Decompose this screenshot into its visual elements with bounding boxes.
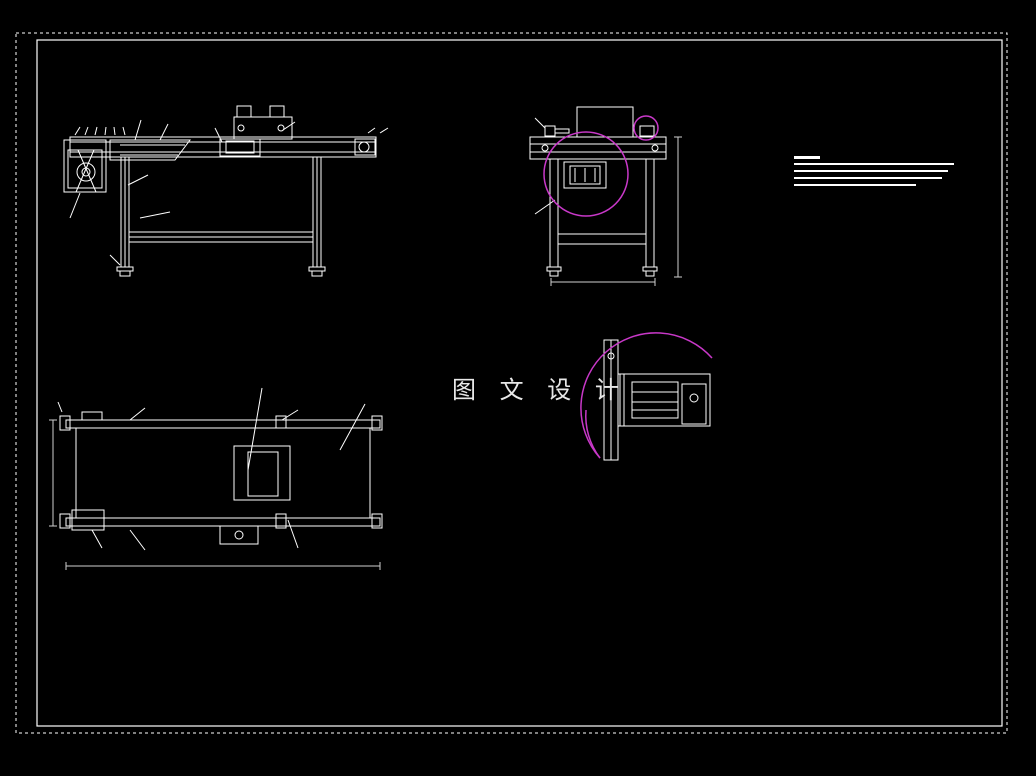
detail-view	[603, 339, 711, 461]
side-view-detail-marker	[633, 115, 659, 141]
watermark-text: 图 文 设 计	[452, 376, 627, 404]
sheet-border	[15, 32, 1008, 734]
front-view	[63, 105, 389, 277]
top-view	[49, 387, 383, 570]
technical-notes-block	[794, 156, 954, 186]
detail-view-circle	[580, 332, 713, 459]
side-view	[529, 106, 682, 286]
detail-view-circle-end	[585, 409, 601, 459]
side-view-detail-circle	[543, 131, 629, 217]
